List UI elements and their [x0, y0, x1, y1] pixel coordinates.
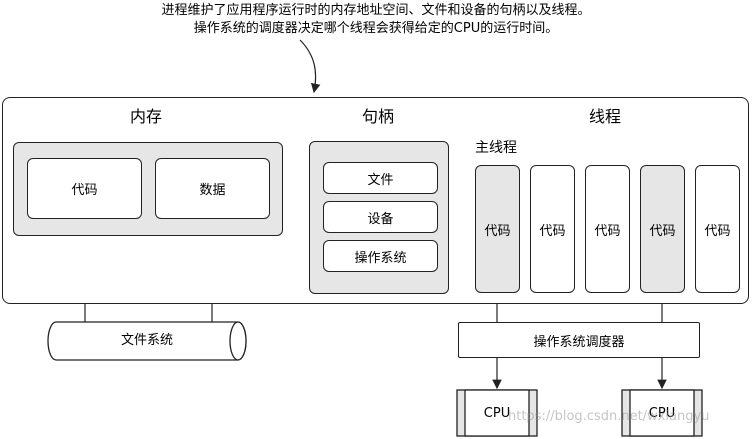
handle-device-box: 设备 — [323, 201, 438, 233]
handle-file-label: 文件 — [367, 172, 394, 188]
thread-5: 代码 — [695, 165, 740, 293]
cpu-label-1: CPU — [483, 406, 511, 421]
thread-4: 代码 — [640, 165, 685, 293]
memory-code-label: 代码 — [71, 183, 98, 198]
handles-title: 句柄 — [362, 107, 395, 126]
annotation-arrow — [299, 39, 321, 94]
filesystem-label: 文件系统 — [120, 333, 173, 348]
handle-os-label: 操作系统 — [354, 250, 407, 266]
cpu-chip-2 — [621, 389, 703, 437]
threads-title: 线程 — [589, 107, 622, 126]
main-thread-label: 主线程 — [475, 140, 517, 156]
scheduler-label: 操作系统调度器 — [533, 334, 625, 350]
thread-code-label: 代码 — [649, 223, 676, 239]
watermark: https://blog.csdn.net/wxiangyu — [508, 409, 710, 424]
memory-title: 内存 — [130, 107, 163, 126]
thread-code-label: 代码 — [704, 223, 731, 239]
memory-data-label: 数据 — [199, 183, 226, 198]
thread-main: 代码 — [475, 165, 520, 293]
handle-os-box: 操作系统 — [323, 240, 438, 272]
memory-data-box: 数据 — [155, 158, 270, 219]
scheduler-box: 操作系统调度器 — [458, 322, 700, 358]
thread-code-label: 代码 — [594, 223, 621, 239]
cpu-chip-1 — [456, 389, 538, 437]
annotation-line-2: 操作系统的调度器决定哪个线程会获得给定的CPU的运行时间。 — [193, 21, 559, 36]
thread-code-label: 代码 — [539, 223, 566, 239]
annotation-line-1: 进程维护了应用程序运行时的内存地址空间、文件和设备的句柄以及线程。 — [161, 3, 591, 18]
handle-file-box: 文件 — [323, 162, 438, 194]
filesystem-cylinder — [47, 321, 247, 361]
handle-device-label: 设备 — [367, 211, 394, 227]
cpu-label-2: CPU — [648, 406, 676, 421]
thread-code-label: 代码 — [484, 223, 511, 239]
thread-2: 代码 — [530, 165, 575, 293]
memory-code-box: 代码 — [27, 158, 142, 219]
thread-3: 代码 — [585, 165, 630, 293]
